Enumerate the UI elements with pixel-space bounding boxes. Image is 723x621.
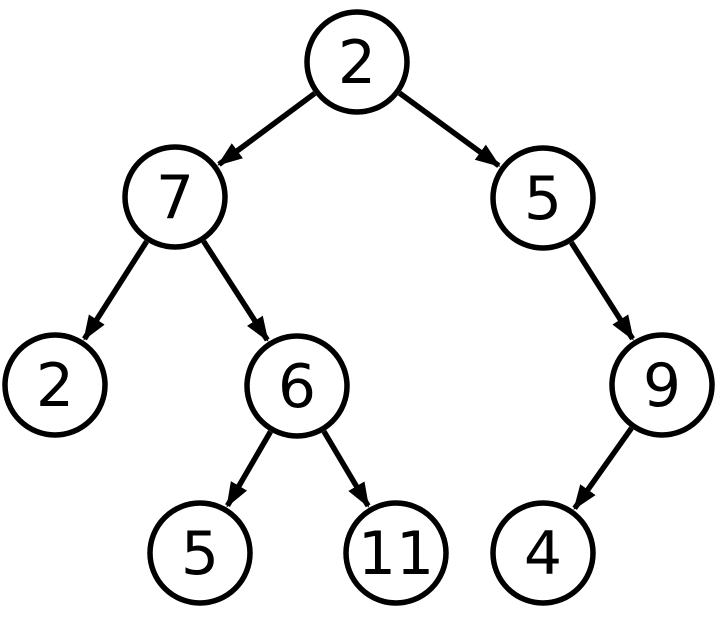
tree-node-n5r: 5: [490, 145, 596, 251]
tree-edge-n6-n5b: [225, 430, 273, 508]
tree-node-n7: 7: [122, 144, 228, 250]
node-label: 2: [338, 28, 376, 98]
node-circle: [609, 332, 715, 438]
node-circle: [147, 500, 253, 606]
tree-edge-n7-n6: [201, 239, 270, 342]
tree-edge-n9-n4: [572, 426, 634, 511]
node-circle: [304, 9, 410, 115]
node-label: 9: [643, 351, 681, 421]
node-circle: [490, 145, 596, 251]
node-label: 2: [36, 351, 74, 421]
node-circle: [244, 333, 350, 439]
tree-edge-n6-n11: [321, 429, 371, 508]
tree-node-n2l: 2: [2, 332, 108, 438]
tree-edge-n5r-n9: [569, 241, 635, 341]
node-circle: [490, 500, 596, 606]
tree-edge-root-n5r: [397, 90, 501, 168]
node-circle: [2, 332, 108, 438]
node-label: 11: [358, 519, 434, 589]
tree-node-root: 2: [304, 9, 410, 115]
tree-node-n5b: 5: [147, 500, 253, 606]
tree-edge-root-n7: [217, 91, 317, 167]
tree-node-n4: 4: [490, 500, 596, 606]
tree-edge-n7-n2l: [82, 239, 149, 341]
tree-node-n9: 9: [609, 332, 715, 438]
tree-node-n6: 6: [244, 333, 350, 439]
node-label: 7: [156, 163, 194, 233]
tree-node-n11: 11: [343, 500, 449, 606]
node-circle: [122, 144, 228, 250]
node-circle: [343, 500, 449, 606]
node-label: 5: [181, 519, 219, 589]
node-label: 6: [278, 352, 316, 422]
node-label: 4: [524, 519, 562, 589]
node-label: 5: [524, 164, 562, 234]
